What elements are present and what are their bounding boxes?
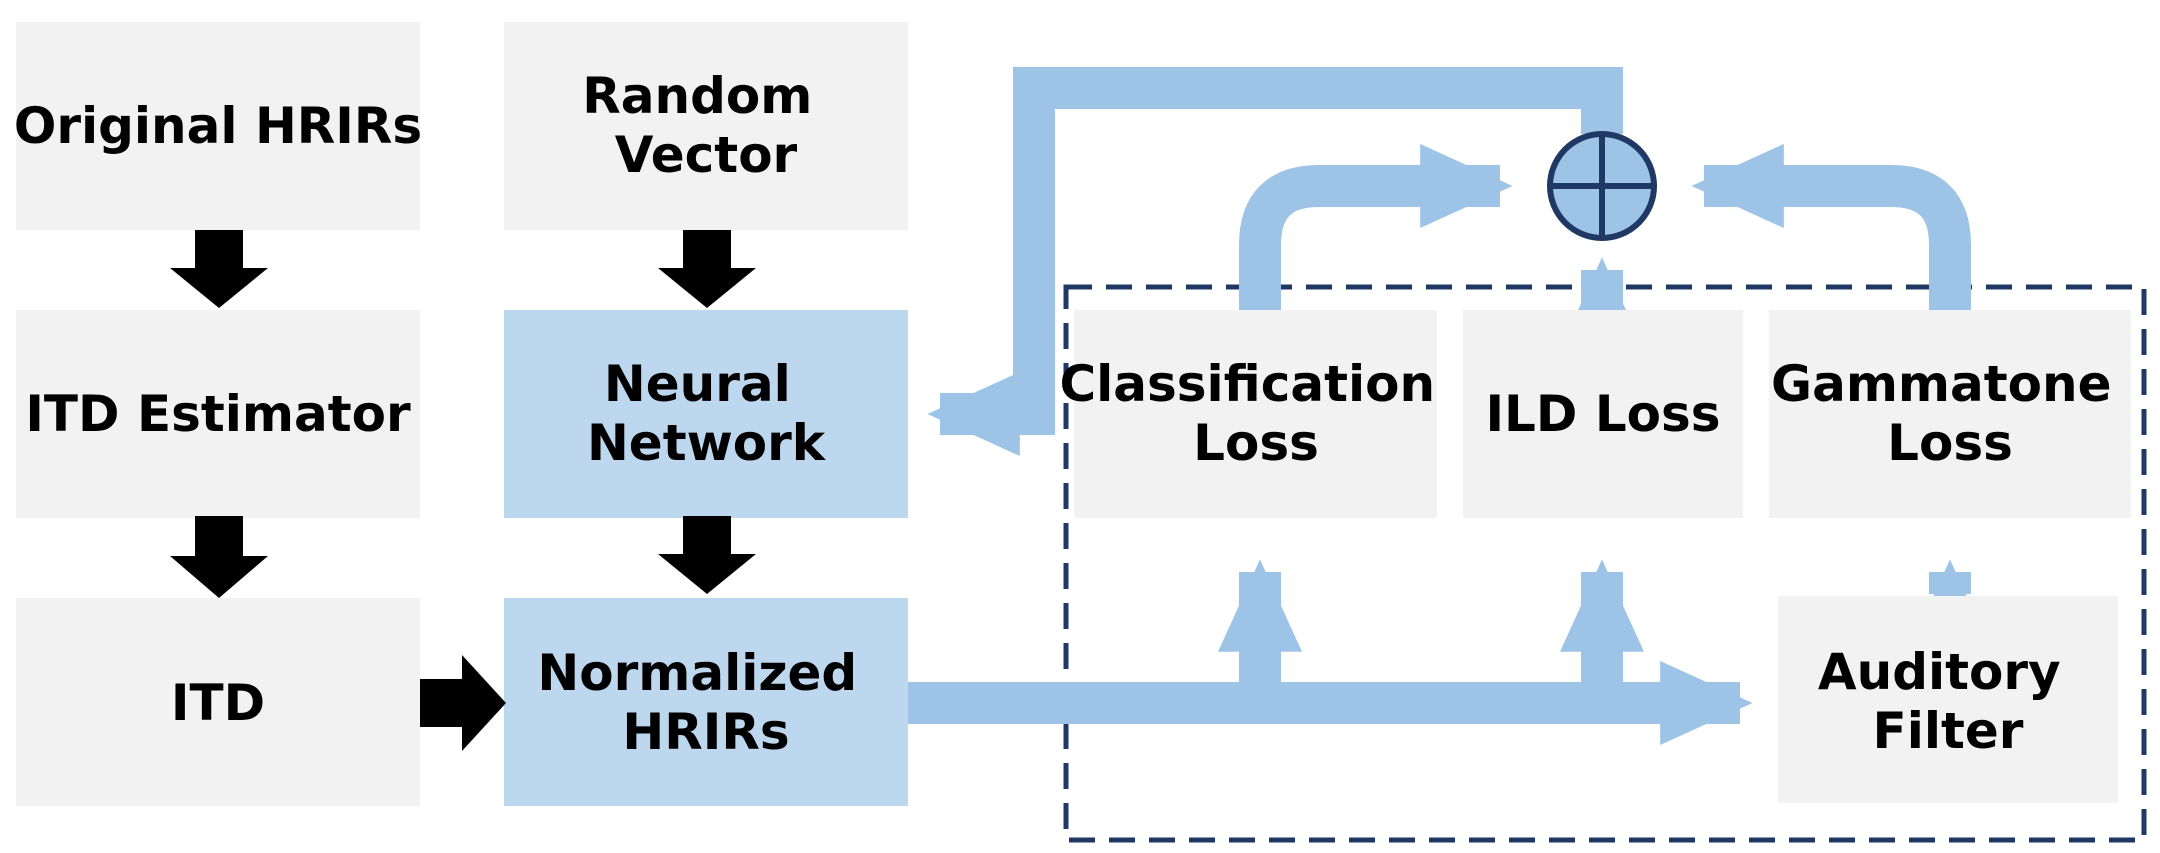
auditory-filter-label: Auditory Filter [1818,643,2078,760]
classification-loss-label: Classification Loss [1059,355,1452,472]
gammatone-loss-label: Gammatone Loss [1771,355,2129,472]
classification-loss-box [1074,310,1437,518]
arrow-neural-to-normalized [658,516,756,594]
normalized-hrirs-box [504,598,908,806]
arrow-original-to-estimator [170,230,268,308]
ild-loss-box [1463,310,1743,518]
random-vector-box [504,22,908,230]
arrow-gammatone-to-sum [1691,144,1971,310]
neural-network-box [504,310,908,518]
itd-estimator-box [16,310,420,518]
arrow-random-to-neural [658,230,756,308]
arrow-estimator-to-itd [170,516,268,598]
arrow-itd-to-normalized [420,655,506,751]
auditory-filter-box [1778,596,2118,803]
itd-box [16,598,420,806]
normalized-hrirs-label: Normalized HRIRs [537,644,874,761]
random-vector-label: Random Vector [582,67,830,184]
arrow-classification-to-sum [1239,144,1513,310]
gammatone-loss-box [1769,310,2131,518]
itd-label: ITD [171,674,265,732]
neural-network-label: Neural Network [587,355,827,472]
arrow-sum-to-neural-network [927,67,1623,456]
ild-loss-label: ILD Loss [1485,385,1720,443]
original-hrirs-box [16,22,420,230]
itd-estimator-label: ITD Estimator [25,385,411,443]
original-hrirs-label: Original HRIRs [14,97,422,155]
sum-icon [1547,131,1657,241]
